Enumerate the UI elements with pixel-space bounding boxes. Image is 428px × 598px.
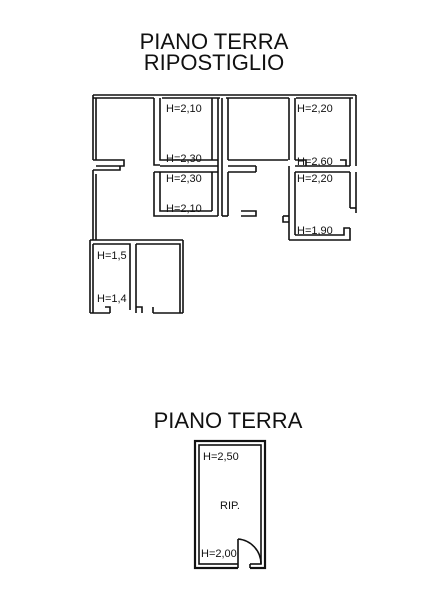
lower-title: PIANO TERRA (154, 408, 303, 433)
upper-title-line1: PIANO TERRA (140, 29, 289, 54)
height-label: H=1,90 (297, 225, 333, 237)
height-label: H=2,20 (297, 103, 333, 115)
upper-plan-walls (89, 94, 357, 314)
height-label: H=2,30 (166, 173, 202, 185)
height-label: H=2,30 (166, 153, 202, 165)
height-bottom-label: H=2,00 (201, 548, 237, 560)
upper-title-line2: RIPOSTIGLIO (144, 50, 285, 75)
height-label: H=1,4 (97, 293, 127, 305)
height-top-label: H=2,50 (203, 451, 239, 463)
upper-plan-labels: H=2,10 H=2,30 H=2,30 H=2,10 H=2,20 H=2,6… (97, 103, 333, 305)
height-label: H=2,10 (166, 203, 202, 215)
lower-plan-walls (193, 439, 267, 570)
height-label: H=2,60 (297, 156, 333, 168)
height-label: H=2,20 (297, 173, 333, 185)
height-label: H=2,10 (166, 103, 202, 115)
height-label: H=1,5 (97, 250, 127, 262)
room-label: RIP. (220, 500, 240, 512)
